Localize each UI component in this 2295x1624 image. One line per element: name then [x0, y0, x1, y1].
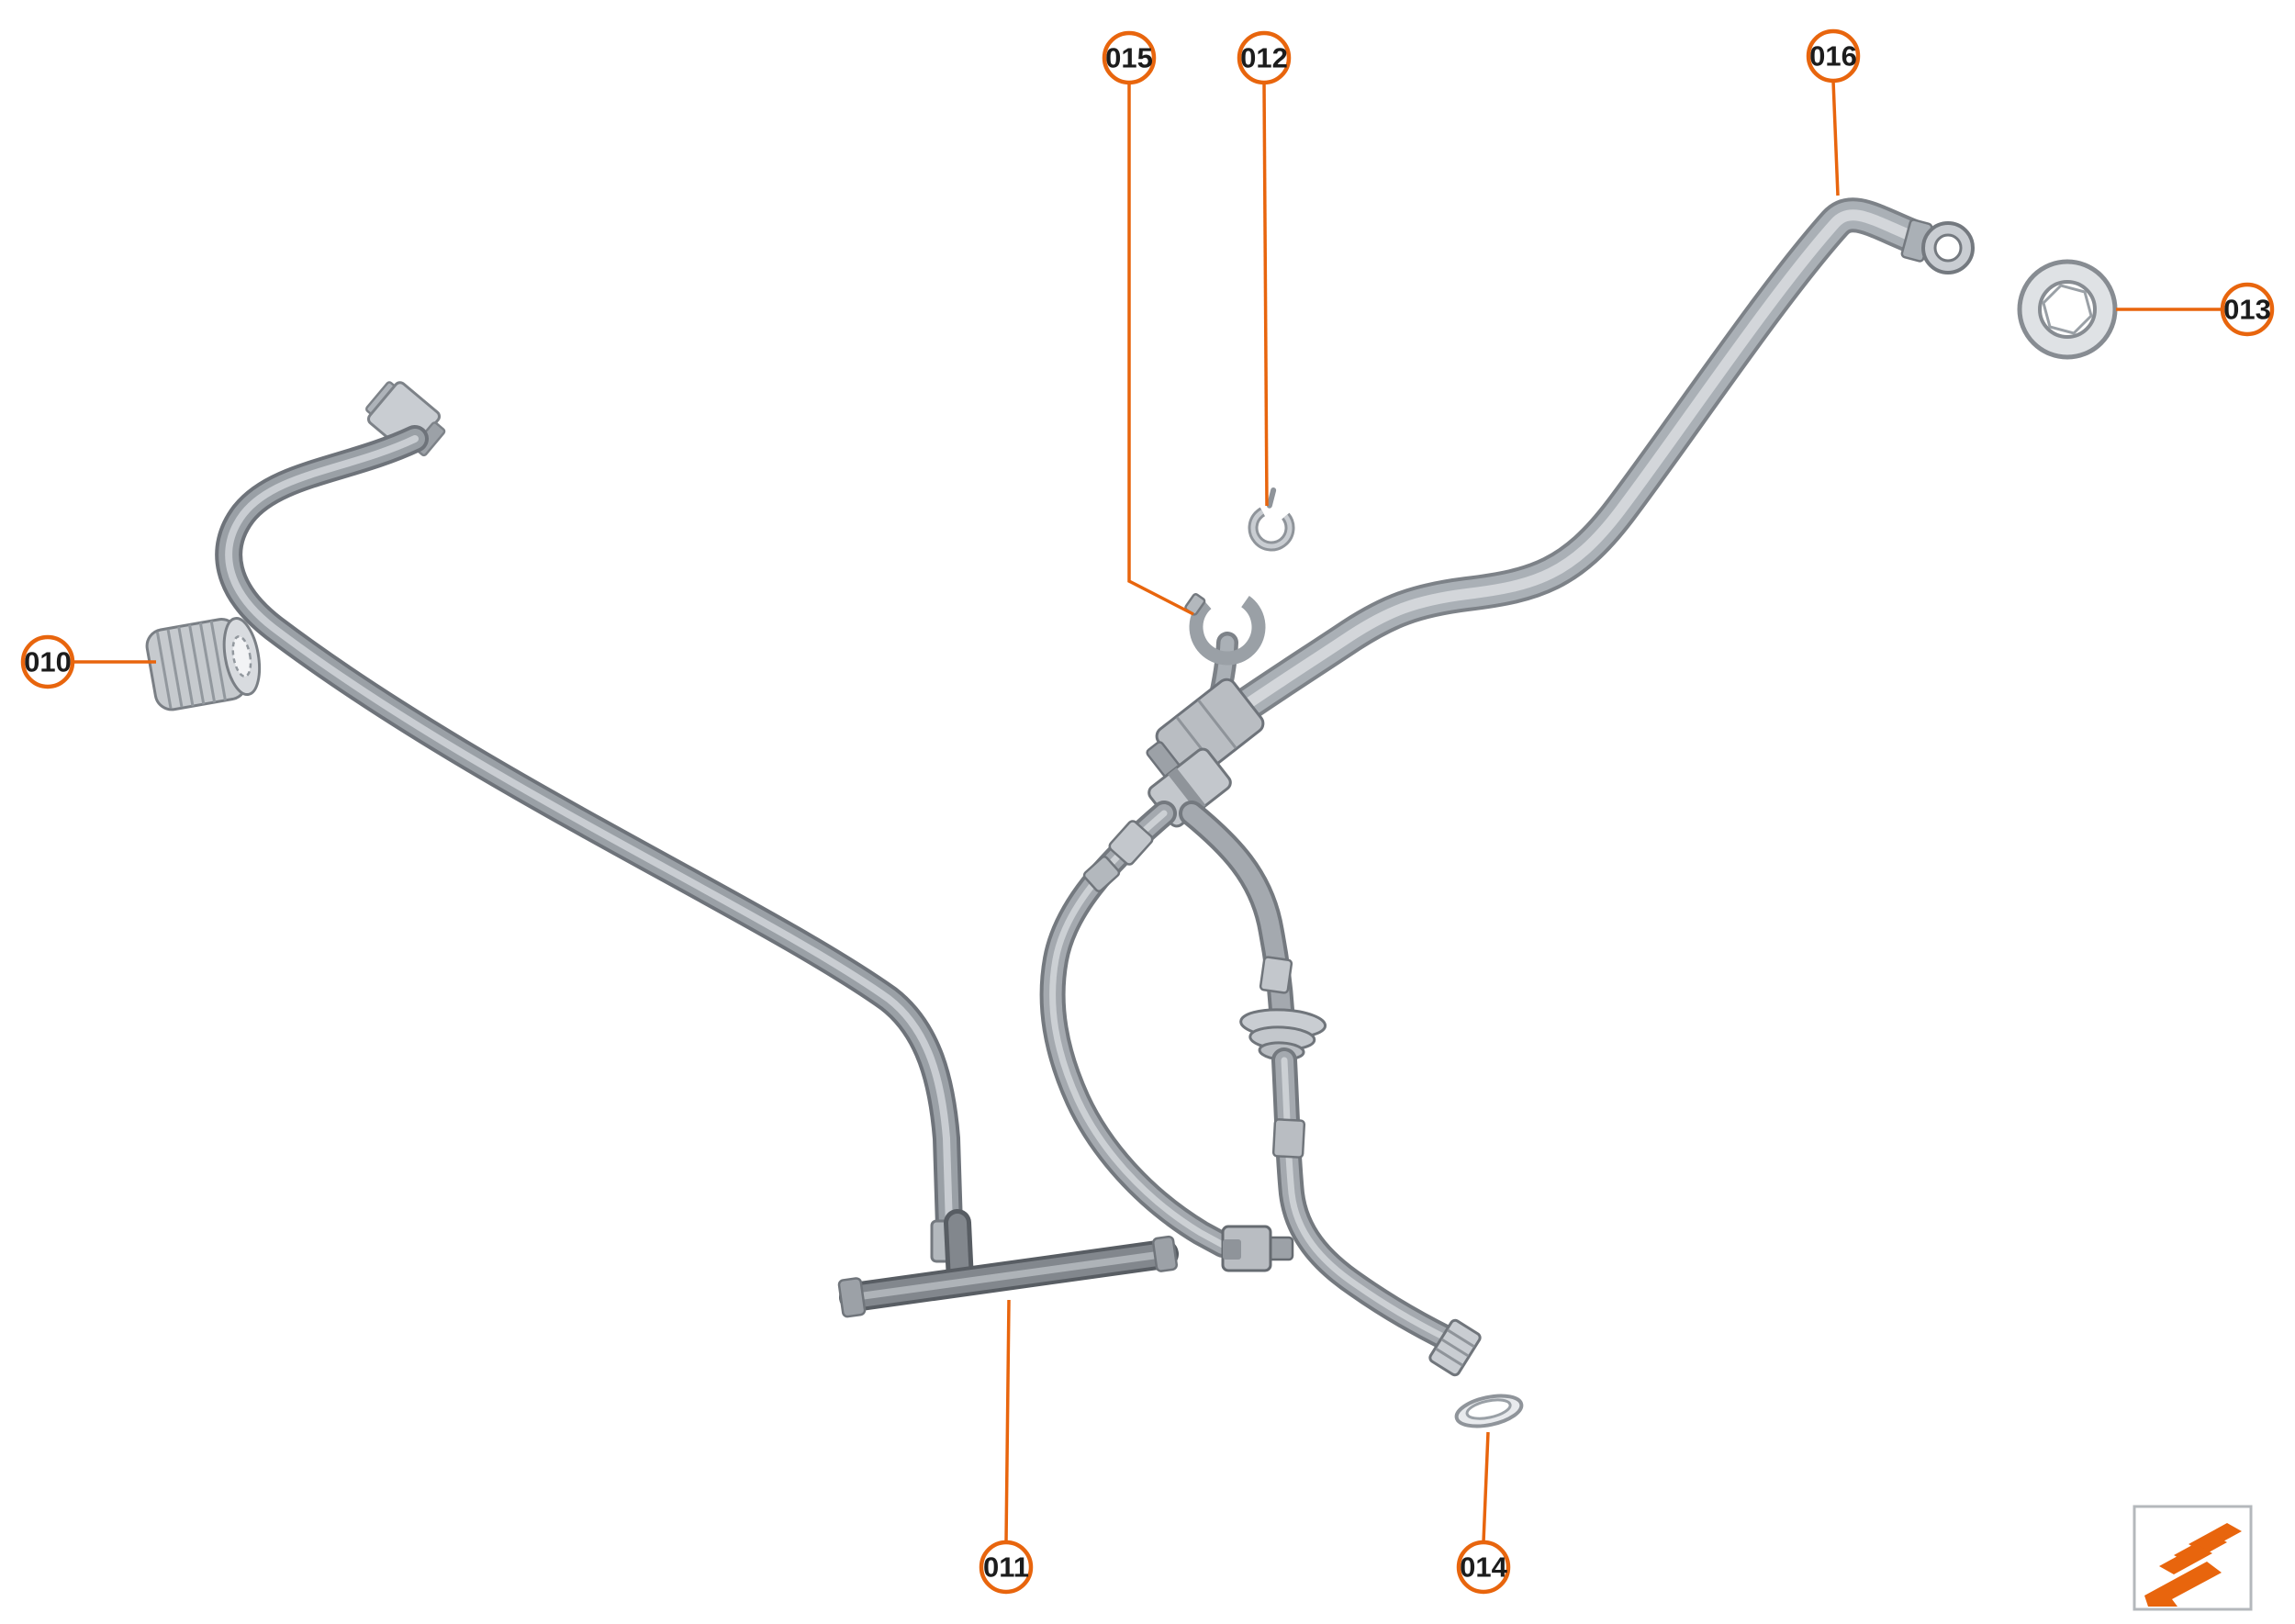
callout-circle[interactable]	[1456, 1540, 1511, 1595]
leader-011	[1004, 1299, 1011, 1543]
part-015-clamp	[1184, 588, 1266, 666]
part-014-washer	[1454, 1394, 1524, 1428]
hose-highlight	[1225, 209, 1926, 722]
ribbed-fitting-rib	[1447, 1328, 1475, 1349]
leader-015	[1127, 83, 1194, 616]
seal-ring-inner	[2038, 280, 2097, 339]
coupler-ridge	[177, 626, 195, 707]
callout-label: 016	[1809, 40, 1857, 73]
lower-fitting-band	[1168, 767, 1206, 812]
tee-tip-rib	[1151, 1235, 1178, 1272]
hose-end-ribbed-fitting	[1428, 1318, 1482, 1377]
callout-label: 015	[1105, 42, 1153, 74]
callout-circle[interactable]	[1237, 30, 1292, 85]
hose-right-run	[1179, 801, 1482, 1377]
coupling-body	[1259, 956, 1293, 994]
inline-coupling	[1259, 956, 1293, 994]
part-011-tee-pipe	[837, 1209, 1179, 1318]
coupler-splined-bore	[231, 635, 252, 678]
part-013-seal-ring	[2017, 259, 2118, 360]
callout-label: 010	[24, 646, 72, 678]
callout-circle[interactable]	[1102, 30, 1157, 85]
inline-connector	[1108, 820, 1154, 866]
coupler-ridge	[166, 629, 184, 708]
inline-coupling-lower	[1271, 1118, 1306, 1159]
center-hose-assembly	[1039, 487, 1482, 1377]
callout-012[interactable]: 012	[1237, 30, 1292, 85]
leader-014	[1482, 1431, 1490, 1543]
callout-label: 014	[1460, 1551, 1507, 1584]
ribbed-fitting-rib	[1440, 1338, 1470, 1358]
connector-seam	[1197, 699, 1237, 749]
spring-clamp-highlight	[1250, 507, 1293, 549]
callout-label: 012	[1240, 42, 1288, 74]
elbow-fitting	[1221, 1225, 1294, 1272]
leader-016	[1831, 80, 1840, 196]
hose-left-loop	[1039, 801, 1294, 1272]
part-010-coupler	[145, 617, 262, 711]
callout-016[interactable]: 016	[1806, 28, 1861, 84]
coupler-ridge	[155, 632, 173, 709]
spring-clamp-ear	[1266, 487, 1277, 509]
inline-connector-body	[1108, 820, 1154, 866]
coupler-ridge	[188, 624, 206, 705]
callout-013[interactable]: 013	[2220, 282, 2275, 337]
layered-parts-logo-icon	[2144, 1523, 2242, 1607]
hose-assembly-left	[215, 381, 970, 1263]
coupling-body	[1271, 1118, 1306, 1159]
callout-circle[interactable]	[20, 634, 75, 689]
washer-inner	[1465, 1398, 1512, 1420]
ribbed-fitting-rib	[1435, 1347, 1463, 1367]
callout-010[interactable]: 010	[20, 634, 75, 689]
part-016-hose	[1213, 197, 1975, 734]
coupler-ridge	[198, 622, 217, 703]
callout-circle[interactable]	[1806, 28, 1861, 84]
hose-highlight	[225, 435, 953, 1230]
leader-lines	[73, 80, 2222, 1543]
hose-highlight	[1049, 810, 1226, 1249]
callout-014[interactable]: 014	[1456, 1540, 1511, 1595]
tee-left-tip	[837, 1277, 867, 1318]
hose-body-lower	[1275, 1051, 1456, 1348]
part-012-spring-clamp	[1248, 487, 1295, 552]
callout-label: 013	[2223, 294, 2271, 326]
hose-body	[218, 429, 959, 1237]
catalog-logo-box	[2133, 1505, 2253, 1611]
logo-layer-bottom	[2159, 1545, 2212, 1574]
callout-circle[interactable]	[979, 1540, 1034, 1595]
seal-ring-hex-bore	[2042, 284, 2093, 335]
inline-connector-small	[1082, 856, 1121, 892]
callout-011[interactable]: 011	[979, 1540, 1034, 1595]
coupler-ridge	[209, 620, 227, 701]
leader-012	[1262, 82, 1269, 507]
inline-connector-body	[1082, 856, 1121, 892]
tee-right-tip	[1151, 1235, 1178, 1272]
tee-tip-rib	[837, 1277, 867, 1318]
callout-015[interactable]: 015	[1102, 30, 1157, 85]
elbow-latch	[1223, 1239, 1241, 1260]
callout-label: 011	[983, 1551, 1029, 1584]
logo-arrow-wedge	[2144, 1562, 2222, 1607]
left-hose-run	[215, 425, 963, 1240]
callout-circle[interactable]	[2220, 282, 2275, 337]
tee-tube-highlight	[850, 1250, 1168, 1301]
hose-ring-bore	[1933, 233, 1963, 263]
